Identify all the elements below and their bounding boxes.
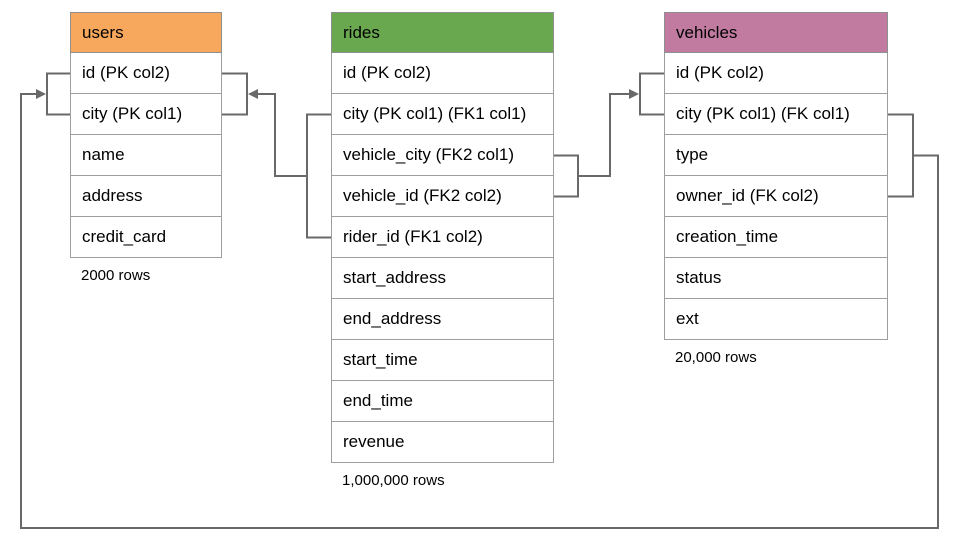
column-row-ext: ext (664, 299, 888, 340)
table-vehicles: vehicles id (PK col2)city (PK col1) (FK … (664, 12, 888, 366)
column-row-start_address: start_address (331, 258, 554, 299)
column-row-owner_id: owner_id (FK col2) (664, 176, 888, 217)
column-row-name: name (70, 135, 222, 176)
column-row-id: id (PK col2) (664, 53, 888, 94)
column-row-id: id (PK col2) (70, 53, 222, 94)
table-vehicles-column-list: id (PK col2)city (PK col1) (FK col1)type… (664, 53, 888, 340)
column-row-city: city (PK col1) (70, 94, 222, 135)
column-row-end_address: end_address (331, 299, 554, 340)
table-rides-title: rides (343, 22, 380, 42)
arrowhead-rides-to-users (248, 89, 258, 99)
table-vehicles-header: vehicles (664, 12, 888, 53)
connector-vehicles-to-users (20, 72, 939, 529)
table-rides-header: rides (331, 12, 554, 53)
column-row-id: id (PK col2) (331, 53, 554, 94)
column-row-rider_id: rider_id (FK1 col2) (331, 217, 554, 258)
column-row-start_time: start_time (331, 340, 554, 381)
column-row-type: type (664, 135, 888, 176)
column-row-vehicle_city: vehicle_city (FK2 col1) (331, 135, 554, 176)
table-users-header: users (70, 12, 222, 53)
table-vehicles-title: vehicles (676, 22, 738, 42)
arrowhead-rides-to-vehicles (629, 89, 639, 99)
column-row-revenue: revenue (331, 422, 554, 463)
column-row-address: address (70, 176, 222, 217)
arrowhead-vehicles-to-users (36, 89, 46, 99)
column-row-city: city (PK col1) (FK col1) (664, 94, 888, 135)
table-rides-column-list: id (PK col2)city (PK col1) (FK1 col1)veh… (331, 53, 554, 463)
column-row-status: status (664, 258, 888, 299)
table-vehicles-row-count: 20,000 rows (675, 349, 757, 366)
table-users-row-count: 2000 rows (81, 267, 151, 284)
column-row-city: city (PK col1) (FK1 col1) (331, 94, 554, 135)
column-row-vehicle_id: vehicle_id (FK2 col2) (331, 176, 554, 217)
column-row-end_time: end_time (331, 381, 554, 422)
connector-rides-to-vehicles (554, 72, 664, 198)
table-rides-row-count: 1,000,000 rows (342, 472, 445, 489)
column-row-credit_card: credit_card (70, 217, 222, 258)
connector-rides-to-users (222, 72, 331, 239)
table-users-title: users (82, 22, 124, 42)
table-rides: rides id (PK col2)city (PK col1) (FK1 co… (331, 12, 554, 489)
column-row-creation_time: creation_time (664, 217, 888, 258)
